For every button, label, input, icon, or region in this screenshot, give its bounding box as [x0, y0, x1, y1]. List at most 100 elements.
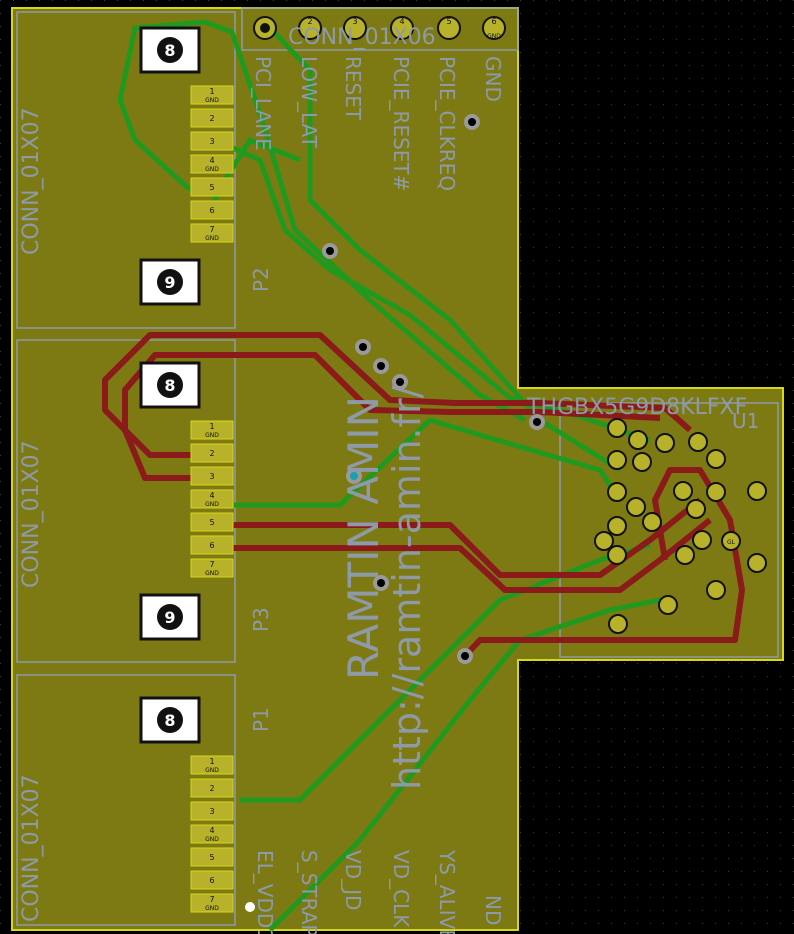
u1-ball[interactable]	[607, 545, 627, 565]
connector-p2-pad-5[interactable]	[190, 177, 234, 197]
u1-ball[interactable]	[673, 481, 693, 501]
connector-p3-pin-2: 2	[209, 449, 214, 458]
u1-ball[interactable]	[747, 481, 767, 501]
connector-p2-pad-3[interactable]	[190, 131, 234, 151]
connector-p1-pin-1: 1	[209, 757, 214, 766]
connector-p1-pad-3[interactable]	[190, 801, 234, 821]
connector-p3-pad-6[interactable]	[190, 535, 234, 555]
u1-ball[interactable]	[655, 433, 675, 453]
connector-p3-mount-top-label: 8	[164, 376, 175, 395]
connector-p2-pad-1[interactable]	[190, 85, 234, 105]
connector-p2-pin-4: 4	[209, 156, 214, 165]
connector-p1-pad-6[interactable]	[190, 870, 234, 890]
u1-ball[interactable]	[706, 482, 726, 502]
u1-ball[interactable]	[594, 531, 614, 551]
signal-label-3: RESET	[341, 56, 365, 121]
connector-p3-pad-3[interactable]	[190, 466, 234, 486]
u1-ball[interactable]	[688, 432, 708, 452]
u1-ball[interactable]	[692, 530, 712, 550]
connector-p2-pin-6: 6	[209, 206, 214, 215]
header-top-pad-2[interactable]	[298, 16, 322, 40]
connector-p2-pad-4[interactable]	[190, 154, 234, 174]
connector-p3-pin-3: 3	[209, 472, 214, 481]
connector-p1-pin-2: 2	[209, 784, 214, 793]
header-top-pin-4: 4	[399, 17, 404, 26]
connector-p2-pad-2[interactable]	[190, 108, 234, 128]
connector-p1-pad-1[interactable]	[190, 755, 234, 775]
connector-p3-gnd-7: GND	[205, 570, 219, 577]
header-top-pad-6[interactable]	[482, 16, 506, 40]
u1-ball[interactable]	[626, 497, 646, 517]
u1-ball[interactable]	[642, 512, 662, 532]
u1-ball[interactable]	[607, 418, 627, 438]
connector-p1-mount-top-label: 8	[164, 711, 175, 730]
connector-p2-pin-1: 1	[209, 87, 214, 96]
connector-p2-pad-7[interactable]	[190, 223, 234, 243]
connector-p3-pin-4: 4	[209, 491, 214, 500]
u1-ball[interactable]	[628, 430, 648, 450]
connector-p2-pin-7: 7	[209, 225, 214, 234]
header-top: 2 3 4 5 6 GND CONN_01X06	[253, 16, 506, 50]
header-top-pad-3[interactable]	[343, 16, 367, 40]
u1-ball[interactable]	[706, 449, 726, 469]
connector-p1-pin-4: 4	[209, 826, 214, 835]
u1-ball[interactable]	[706, 580, 726, 600]
bottom-label-4: VD_CLK	[389, 850, 413, 928]
u1-ball[interactable]	[675, 545, 695, 565]
connector-p3-pad-5[interactable]	[190, 512, 234, 532]
connector-p2-mount-top-label: 8	[164, 41, 175, 60]
connector-p3-pad-7[interactable]	[190, 558, 234, 578]
u1-bga-footprint: GL	[594, 418, 767, 634]
bottom-label-3: VD_JD	[341, 850, 365, 910]
connector-p1-gnd-7: GND	[205, 905, 219, 912]
connector-p3-ref: P3	[249, 607, 273, 632]
signal-label-2: LOW_LAT	[297, 56, 321, 149]
connector-p1-gnd-4: GND	[205, 836, 219, 843]
connector-p3-pad-1[interactable]	[190, 420, 234, 440]
bottom-label-1: EL_VDD1	[253, 850, 277, 934]
connector-p3-value: CONN_01X07	[19, 440, 44, 588]
connector-p3-pad-2[interactable]	[190, 443, 234, 463]
header-top-pad-5[interactable]	[437, 16, 461, 40]
u1-ball[interactable]	[608, 614, 628, 634]
u1-ball[interactable]	[721, 531, 741, 551]
connector-p1-value: CONN_01X07	[19, 774, 44, 922]
connector-p3-mount-bottom-label: 9	[164, 608, 175, 627]
bottom-signal-labels: EL_VDD1 S_STRAP VD_JD VD_CLK YS_ALIVE ND	[253, 849, 505, 934]
connector-p3-pin-5: 5	[209, 518, 214, 527]
connector-p1-pin-7: 7	[209, 895, 214, 904]
u1-ball[interactable]	[747, 553, 767, 573]
connector-p3-pad-4[interactable]	[190, 489, 234, 509]
connector-p2-value: CONN_01X07	[19, 107, 44, 255]
u1-ball[interactable]	[686, 499, 706, 519]
connector-p1-pad-5[interactable]	[190, 847, 234, 867]
header-top-pin-6: 6	[491, 17, 496, 26]
connector-p2-gnd-4: GND	[205, 166, 219, 173]
u1-ball[interactable]	[658, 595, 678, 615]
connector-p1-pin-6: 6	[209, 876, 214, 885]
board-author-name: RAMTIN AMIN	[339, 396, 388, 680]
header-top-pad-4[interactable]	[390, 16, 414, 40]
connector-p3-gnd-4: GND	[205, 501, 219, 508]
connector-p2-pin-3: 3	[209, 137, 214, 146]
bottom-label-6: ND	[481, 895, 505, 925]
u1-ball[interactable]	[607, 450, 627, 470]
u1-ball[interactable]	[607, 516, 627, 536]
u1-value: THGBX5G9D8KLFXF	[526, 395, 747, 420]
connector-p2-pad-6[interactable]	[190, 200, 234, 220]
signal-label-5: PCIE_CLKREQ	[435, 56, 459, 191]
header-top-pin-2: 2	[307, 17, 312, 26]
header-top-pin-5: 5	[446, 17, 451, 26]
connector-p1-gnd-1: GND	[205, 767, 219, 774]
connector-p1-pad-7[interactable]	[190, 893, 234, 913]
u1-ball[interactable]	[632, 452, 652, 472]
vias	[245, 114, 545, 912]
top-copper-traces	[102, 332, 745, 659]
u1-ref: U1	[732, 409, 759, 433]
u1-ball[interactable]	[607, 482, 627, 502]
connector-p2-mount-bottom-label: 9	[164, 273, 175, 292]
connector-p1-pad-2[interactable]	[190, 778, 234, 798]
connector-p1-pad-4[interactable]	[190, 824, 234, 844]
board-author-url: http://ramtin-amin.fr/	[385, 385, 429, 790]
